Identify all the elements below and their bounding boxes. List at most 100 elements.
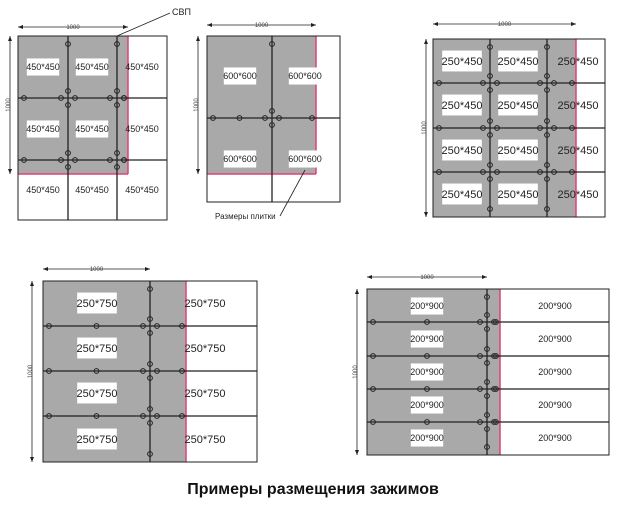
tile-size-label: 250*750 [77, 298, 118, 310]
clamp-icon [551, 169, 557, 175]
tile-label-background [410, 396, 444, 414]
clamp-icon [147, 330, 153, 336]
clamp-icon [484, 393, 490, 399]
tile-size-label: 200*900 [538, 367, 572, 377]
clamp-icon [107, 157, 113, 163]
clamp-icon [269, 108, 275, 114]
floor-outline [206, 35, 341, 203]
clamp-icon [424, 419, 430, 425]
clamp-icon [58, 95, 64, 101]
tile-size-label: 450*450 [26, 124, 60, 134]
tile-size-label: 250*750 [185, 434, 226, 446]
tile-size-label: 450*450 [125, 62, 159, 72]
tile-size-label: 200*900 [410, 367, 444, 377]
clamp-icon [544, 132, 550, 138]
clamp-icon [487, 44, 493, 50]
clamp-icon [544, 118, 550, 124]
clamp-icon [494, 125, 500, 131]
dimension-label-height: 1000 [6, 98, 12, 112]
tile-size-label: 200*900 [538, 400, 572, 410]
clamp-icon [309, 115, 315, 121]
tile-label-background [498, 94, 538, 116]
clamp-icon [276, 115, 282, 121]
clamp-icon [544, 44, 550, 50]
clamp-icon [544, 73, 550, 79]
clamp-icon [487, 176, 493, 182]
clamp-icon [544, 162, 550, 168]
clamp-icon [58, 157, 64, 163]
clamp-icon [65, 88, 71, 94]
clamp-icon [114, 102, 120, 108]
tile-size-label: 250*450 [558, 100, 599, 112]
clamp-icon [121, 157, 127, 163]
tile-size-label: 450*450 [26, 62, 60, 72]
clamp-icon [72, 95, 78, 101]
clamp-icon [436, 125, 442, 131]
clamp-icon [65, 102, 71, 108]
clamp-icon [72, 157, 78, 163]
clamp-icon [484, 346, 490, 352]
clamp-icon [65, 164, 71, 170]
tile-size-label: 450*450 [26, 185, 60, 195]
tile-size-label: 450*450 [125, 124, 159, 134]
tile-label-background [26, 120, 60, 138]
dimension-label-height: 1000 [194, 98, 200, 112]
tile-size-label: 250*450 [498, 56, 539, 68]
clamp-icon [487, 206, 493, 212]
tile-label-background [410, 297, 444, 315]
tile-size-label: 600*600 [223, 154, 257, 164]
tile-label-background [75, 120, 109, 138]
tile-size-label: 200*900 [538, 334, 572, 344]
clamp-icon [46, 413, 52, 419]
tile-size-label: 200*900 [538, 433, 572, 443]
dimension-label-width: 1000 [90, 267, 104, 273]
clamp-icon [21, 157, 27, 163]
clamp-icon [484, 312, 490, 318]
clamp-icon [424, 386, 430, 392]
dimension-label-width: 1000 [420, 275, 434, 281]
tile-label-background [223, 67, 257, 85]
tile-label-background [442, 139, 482, 161]
tile-label-background [77, 428, 117, 450]
tile-size-label: 200*900 [410, 433, 444, 443]
clamp-icon [147, 375, 153, 381]
clamp-icon [65, 41, 71, 47]
tile-size-label: 450*450 [75, 124, 109, 134]
clamp-icon [569, 125, 575, 131]
clamp-icon [46, 323, 52, 329]
tile-size-label: 250*450 [442, 145, 483, 157]
tile-size-label: 600*600 [288, 154, 322, 164]
clamp-icon [494, 169, 500, 175]
clamp-icon [114, 88, 120, 94]
clamp-icon [370, 353, 376, 359]
clamp-icon [93, 323, 100, 329]
tile-size-label: 250*750 [77, 388, 118, 400]
clamp-icon [114, 41, 120, 47]
tile-size-label: 250*450 [558, 189, 599, 201]
tile-size-label: 250*450 [498, 100, 539, 112]
clamp-icon [537, 169, 543, 175]
tile-label-background [288, 67, 322, 85]
laid-tiles-area [18, 36, 128, 174]
tile-size-label: 200*900 [410, 400, 444, 410]
tile-label-background [77, 382, 117, 404]
tile-label-background [442, 94, 482, 116]
clamp-icon [179, 323, 185, 329]
clamp-icon [477, 386, 483, 392]
clamp-icon [480, 125, 486, 131]
clamp-icon [121, 95, 127, 101]
tile-size-label: 250*750 [185, 343, 226, 355]
clamp-icon [147, 451, 153, 457]
tile-sizes-annotation: Размеры плитки [215, 212, 276, 221]
clamp-icon [537, 125, 543, 131]
clamp-icon [424, 353, 430, 359]
clamp-icon [477, 353, 483, 359]
tile-size-label: 250*450 [498, 189, 539, 201]
tile-size-label: 250*450 [442, 56, 483, 68]
clamp-icon [569, 80, 575, 86]
dimension-label-width: 1000 [498, 22, 512, 28]
clamp-icon [65, 150, 71, 156]
tile-size-label: 250*450 [558, 145, 599, 157]
clamp-icon [484, 326, 490, 332]
